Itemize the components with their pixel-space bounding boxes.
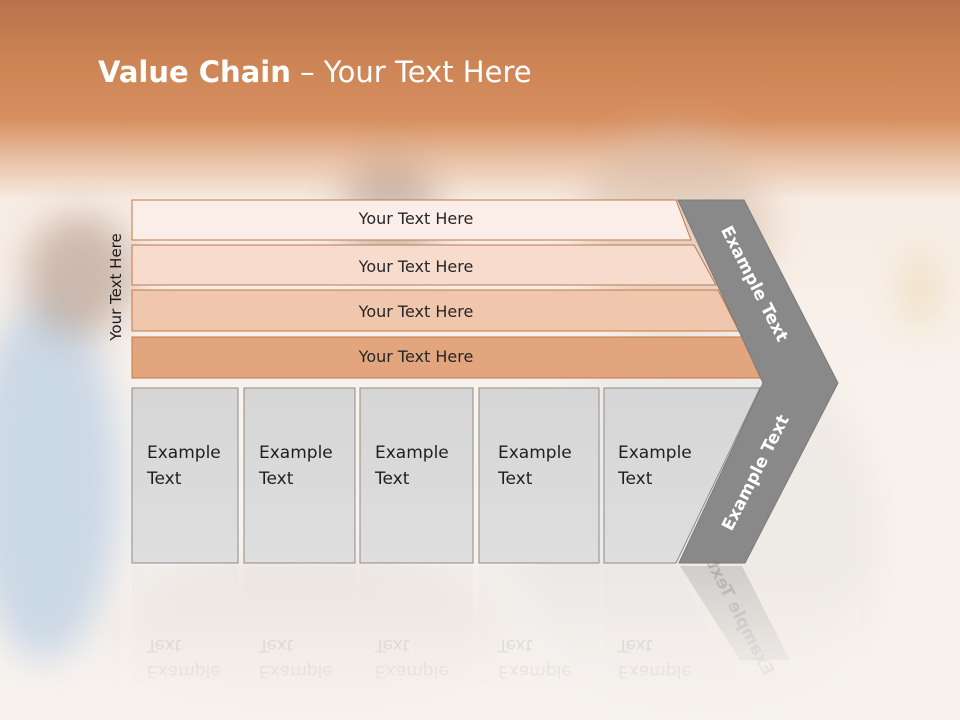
background-photo-shelf xyxy=(900,250,940,330)
title-bold-part: Value Chain xyxy=(98,55,291,89)
cell-shape-1 xyxy=(131,387,239,564)
chevron-arrow xyxy=(677,199,839,564)
band-shape-2 xyxy=(131,244,717,286)
band-label-1: Your Text Here xyxy=(358,209,474,228)
slide-title: Value Chain – Your Text Here xyxy=(98,55,532,89)
cell-shape-5 xyxy=(603,387,761,564)
cell-shape-2 xyxy=(243,387,356,564)
cell-shape-4 xyxy=(478,387,600,564)
band-label-4: Your Text Here xyxy=(358,347,474,366)
background-photo-nurse xyxy=(0,300,120,660)
band-label-2: Your Text Here xyxy=(358,257,474,276)
cell-shape-3 xyxy=(359,387,474,564)
band-shape-1 xyxy=(131,199,692,241)
band-label-3: Your Text Here xyxy=(358,302,474,321)
background-photo-head xyxy=(25,215,135,335)
title-regular-part: – Your Text Here xyxy=(290,55,532,89)
